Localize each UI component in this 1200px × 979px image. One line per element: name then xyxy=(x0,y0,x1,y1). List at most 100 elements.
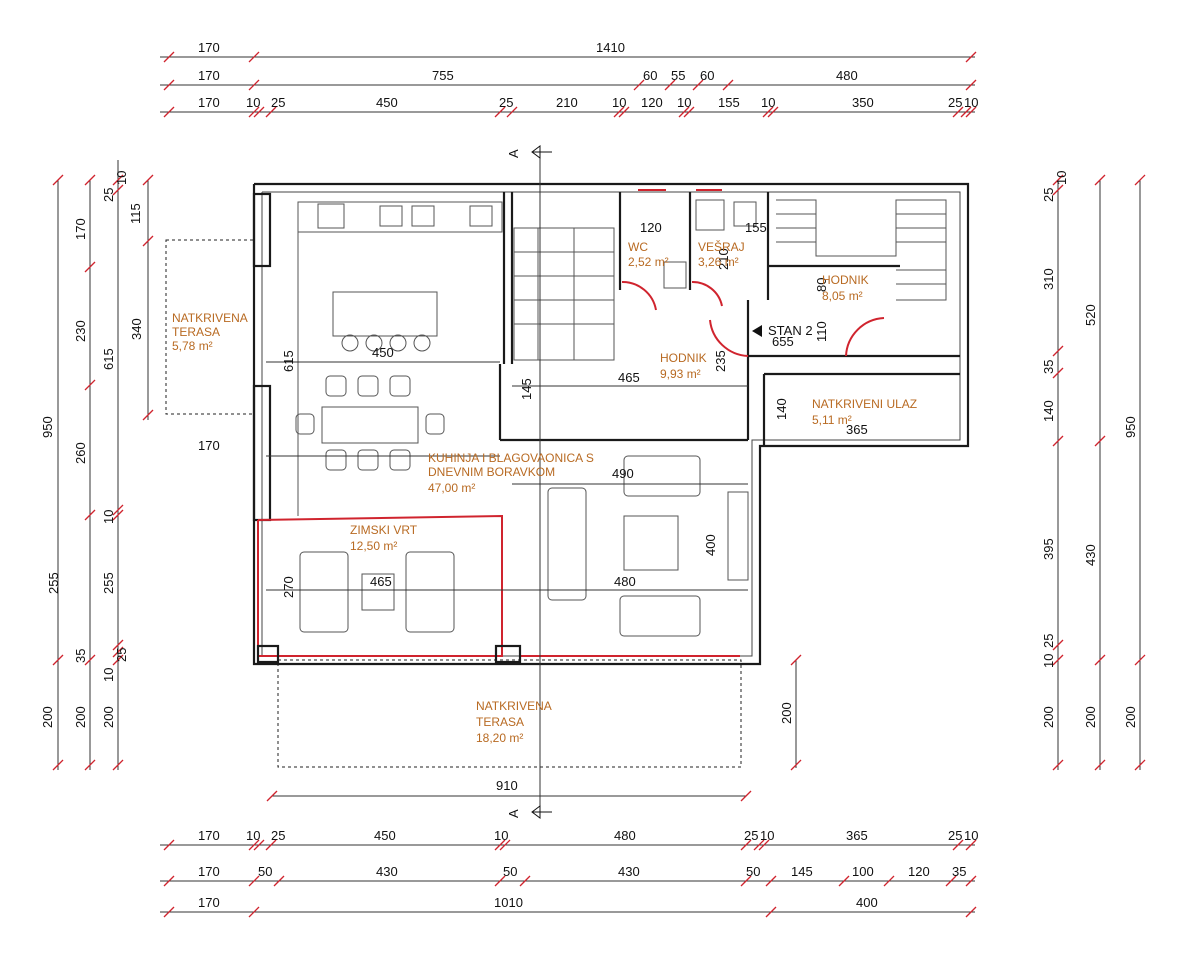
room-hodnik-area: 9,93 m² xyxy=(660,367,701,381)
dim-left-3-4: 255 xyxy=(101,572,116,594)
dim-right-1-7: 25 xyxy=(1041,634,1056,648)
dim-int-13: 365 xyxy=(846,422,868,437)
dim-top-3-5: 210 xyxy=(556,95,578,110)
building-walls xyxy=(252,182,970,666)
dim-top-2-1: 755 xyxy=(432,68,454,83)
dim-bot-2-4: 430 xyxy=(618,864,640,879)
dim-top-2-0: 170 xyxy=(198,68,220,83)
dim-left-2-3: 35 xyxy=(73,649,88,663)
interior-dim-lines xyxy=(266,146,802,814)
vesraj-door xyxy=(691,280,723,307)
dim-bot-1-0: 170 xyxy=(198,828,220,843)
dim-top-1-0: 170 xyxy=(198,40,220,55)
dim-bot-2-7: 100 xyxy=(852,864,874,879)
left-dimension-chains: 950 170 230 260 35 200 25 10 615 10 255 … xyxy=(40,160,154,771)
room-wc-name: WC xyxy=(628,240,648,254)
dim-int-9: 80 xyxy=(814,278,829,292)
dim-int-10: 110 xyxy=(814,321,829,342)
dim-left-3-0: 25 xyxy=(101,188,116,202)
dim-bot-2-9: 35 xyxy=(952,864,966,879)
dim-int-5: 235 xyxy=(713,350,728,372)
dim-top-2-4: 60 xyxy=(700,68,714,83)
kitchen-counter xyxy=(297,201,503,516)
dim-bot-1-5: 480 xyxy=(614,828,636,843)
room-terasa-left-name1: NATKRIVENA xyxy=(172,311,248,325)
room-vesraj-name: VEŠRAJ xyxy=(698,239,745,254)
bottom-dimension-chains: 170 10 25 450 10 480 25 10 365 25 10 170… xyxy=(160,828,978,918)
dim-top-3-8: 10 xyxy=(677,95,691,110)
dim-bot-1-6: 25 xyxy=(744,828,758,843)
dim-bot-2-5: 50 xyxy=(746,864,760,879)
room-wc-area: 2,52 m² xyxy=(628,255,669,269)
dim-int-18: 465 xyxy=(370,574,392,589)
dim-bot-2-2: 430 xyxy=(376,864,398,879)
dim-right-1-2: 310 xyxy=(1041,268,1056,290)
dim-left-3-1: 10 xyxy=(114,171,129,185)
bottom-terrace-outline xyxy=(277,659,742,768)
dim-top-2-3: 55 xyxy=(671,68,685,83)
dim-top-3-9: 155 xyxy=(718,95,740,110)
dining-table xyxy=(295,375,445,471)
dim-left-3-7: 200 xyxy=(101,706,116,728)
dim-bot-1-9: 25 xyxy=(948,828,962,843)
sink-vesraj xyxy=(733,201,757,227)
dim-top-3-12: 25 xyxy=(948,95,962,110)
dim-left-4-3: 200 xyxy=(40,706,55,728)
dim-top-3-4: 25 xyxy=(499,95,513,110)
dim-int-6: 120 xyxy=(640,220,662,235)
dim-int-15: 400 xyxy=(703,534,718,556)
kitchen-island xyxy=(332,291,438,337)
dim-top-3-10: 10 xyxy=(761,95,775,110)
dim-left-2-2: 260 xyxy=(73,442,88,464)
stan-label: STAN 2 xyxy=(768,323,813,338)
dim-bot-1-10: 10 xyxy=(964,828,978,843)
dim-int-17: 270 xyxy=(281,576,296,598)
top-dimension-chains: 170 1410 170 755 60 55 60 480 170 10 25 … xyxy=(160,40,978,118)
dim-bot-3-1: 1010 xyxy=(494,895,523,910)
dim-top-2-2: 60 xyxy=(643,68,657,83)
dim-bot-1-7: 10 xyxy=(760,828,774,843)
dim-bot-3-2: 400 xyxy=(856,895,878,910)
wc-basin xyxy=(663,261,687,289)
dim-top-3-7: 120 xyxy=(641,95,663,110)
dim-bot-1-8: 365 xyxy=(846,828,868,843)
room-terasa-bottom-name1: NATKRIVENA xyxy=(476,699,552,713)
living-furniture xyxy=(547,455,749,637)
dim-bot-1-4: 10 xyxy=(494,828,508,843)
room-ulaz-name: NATKRIVENI ULAZ xyxy=(812,397,917,411)
entry-door xyxy=(709,319,749,357)
main-stairs xyxy=(513,227,615,361)
dim-right-1-0: 25 xyxy=(1041,188,1056,202)
dim-left-4-0: 115 xyxy=(128,203,143,224)
dim-bot-2-6: 145 xyxy=(791,864,813,879)
dim-int-12: 140 xyxy=(774,398,789,420)
dim-top-3-2: 25 xyxy=(271,95,285,110)
dim-bot-2-8: 120 xyxy=(908,864,930,879)
wc-door xyxy=(621,280,657,311)
room-zimski-vrt-name: ZIMSKI VRT xyxy=(350,523,418,537)
dim-int-19: 910 xyxy=(496,778,518,793)
dim-int-14: 490 xyxy=(612,466,634,481)
dim-bot-3-0: 170 xyxy=(198,895,220,910)
dim-int-7: 155 xyxy=(745,220,767,235)
dim-int-16: 480 xyxy=(614,574,636,589)
winter-garden xyxy=(256,514,740,664)
room-terasa-bottom-name2: TERASA xyxy=(476,715,524,729)
island-stools xyxy=(341,334,431,352)
dim-top-3-1: 10 xyxy=(246,95,260,110)
room-zimski-vrt-area: 12,50 m² xyxy=(350,539,397,553)
section-marker-top xyxy=(531,145,552,159)
dim-int-2: 170 xyxy=(198,438,220,453)
dim-int-11: 655 xyxy=(772,334,794,349)
dim-bot-1-3: 450 xyxy=(374,828,396,843)
dim-int-3: 145 xyxy=(519,378,534,400)
dim-top-2-5: 480 xyxy=(836,68,858,83)
dim-right-2-2: 200 xyxy=(1083,706,1098,728)
dim-left-2-1: 230 xyxy=(73,320,88,342)
dim-bot-1-1: 10 xyxy=(246,828,260,843)
dim-bot-2-1: 50 xyxy=(258,864,272,879)
room-kuhinja-area: 47,00 m² xyxy=(428,481,475,495)
dim-left-1-0: 950 xyxy=(40,416,55,438)
dim-bot-1-2: 25 xyxy=(271,828,285,843)
